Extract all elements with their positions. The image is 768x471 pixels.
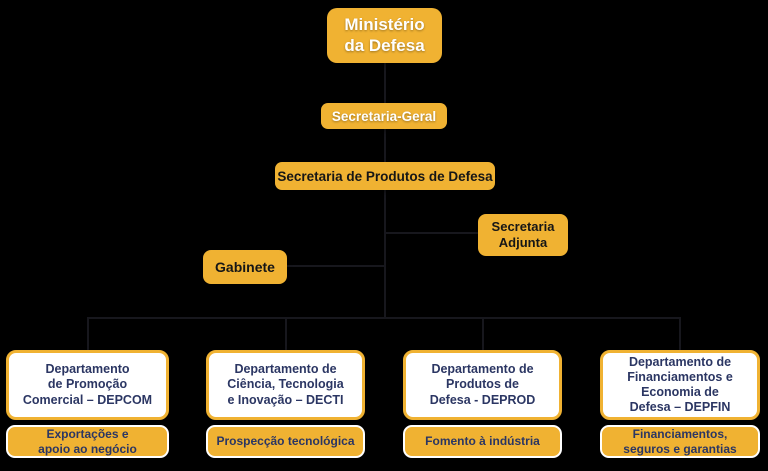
- node-departamento-deprod: Departamento de Produtos de Defesa - DEP…: [403, 350, 562, 420]
- connector-to-secretaria-adjunta: [384, 232, 478, 234]
- node-sub-prospeccao-tecnologica: Prospecção tecnológica: [206, 425, 365, 458]
- node-sub-exportacoes: Exportações e apoio ao negócio: [6, 425, 169, 458]
- node-ministerio-da-defesa: Ministério da Defesa: [327, 8, 442, 63]
- node-sub-fomento-a-industria: Fomento à indústria: [403, 425, 562, 458]
- node-departamento-depcom: Departamento de Promoção Comercial – DEP…: [6, 350, 169, 420]
- connector-departments-horizontal: [87, 317, 681, 319]
- connector-stub-deprod: [482, 317, 484, 350]
- node-sub-financiamentos-seguros-garantias: Financiamentos, seguros e garantias: [600, 425, 760, 458]
- connector-stub-decti: [285, 317, 287, 350]
- connector-trunk-vertical: [384, 190, 386, 319]
- node-secretaria-de-produtos-de-defesa: Secretaria de Produtos de Defesa: [275, 162, 495, 190]
- connector-to-gabinete: [287, 265, 384, 267]
- connector-stub-depfin: [679, 317, 681, 350]
- node-secretaria-geral: Secretaria-Geral: [321, 103, 447, 129]
- node-departamento-decti: Departamento de Ciência, Tecnologia e In…: [206, 350, 365, 420]
- node-secretaria-adjunta: Secretaria Adjunta: [478, 214, 568, 256]
- node-departamento-depfin: Departamento de Financiamentos e Economi…: [600, 350, 760, 420]
- connector-root-to-secretaria-geral: [384, 63, 386, 103]
- connector-stub-depcom: [87, 317, 89, 350]
- connector-geral-to-produtos: [384, 129, 386, 162]
- node-gabinete: Gabinete: [203, 250, 287, 284]
